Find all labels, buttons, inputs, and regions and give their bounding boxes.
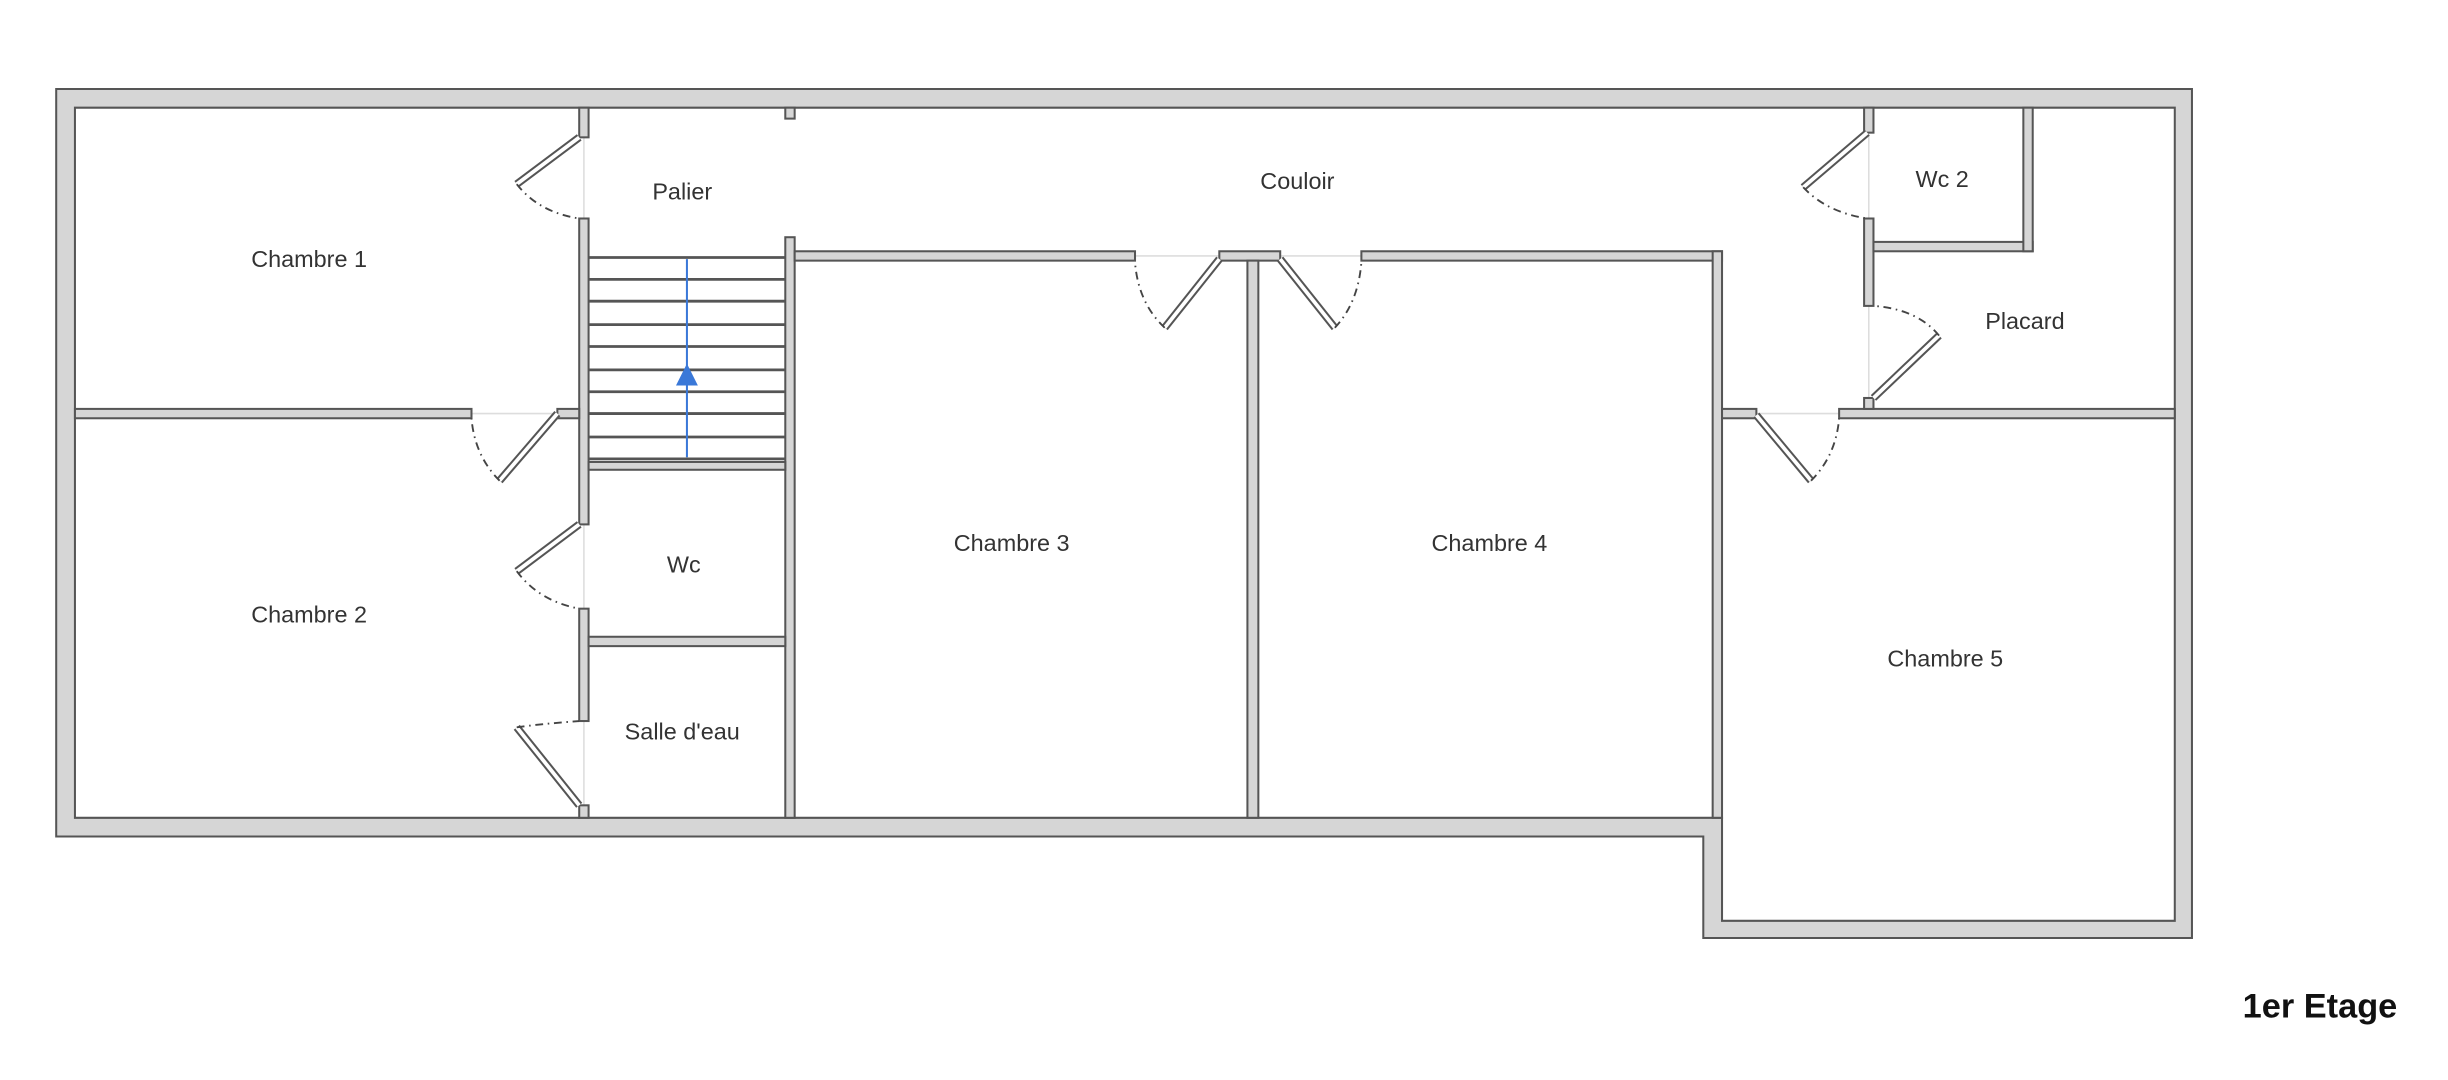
interior-walls [73, 106, 2176, 819]
doors [470, 129, 1942, 808]
door-chambre4 [1277, 256, 1363, 331]
room-label-wc2: Wc 2 [1915, 166, 1968, 192]
room-label-wc: Wc [667, 552, 701, 578]
room-label-palier: Palier [652, 179, 712, 205]
room-label-chambre3: Chambre 3 [954, 530, 1070, 556]
staircase [588, 256, 786, 461]
room-label-chambre5: Chambre 5 [1887, 645, 2003, 671]
door-salle-deau [513, 720, 583, 808]
room-label-placard: Placard [1985, 308, 2064, 334]
door-sills [471, 132, 1870, 806]
door-chambre1 [514, 134, 582, 220]
room-label-couloir: Couloir [1260, 168, 1334, 194]
door-chambre2 [470, 411, 561, 484]
door-wc2 [1800, 129, 1870, 220]
door-placard [1870, 304, 1942, 401]
exterior-walls [55, 87, 2193, 939]
door-chambre5 [1753, 412, 1841, 484]
room-label-chambre4: Chambre 4 [1432, 530, 1548, 556]
room-label-salle-deau: Salle d'eau [625, 719, 740, 745]
room-labels: Chambre 1 Palier Couloir Wc 2 Placard Ch… [251, 166, 2397, 1025]
room-label-chambre1: Chambre 1 [251, 246, 367, 272]
room-label-chambre2: Chambre 2 [251, 602, 367, 628]
stair-arrow-up-icon [676, 363, 698, 386]
door-chambre3 [1134, 256, 1223, 331]
floor-title: 1er Etage [2243, 987, 2398, 1025]
door-wc [514, 521, 582, 610]
